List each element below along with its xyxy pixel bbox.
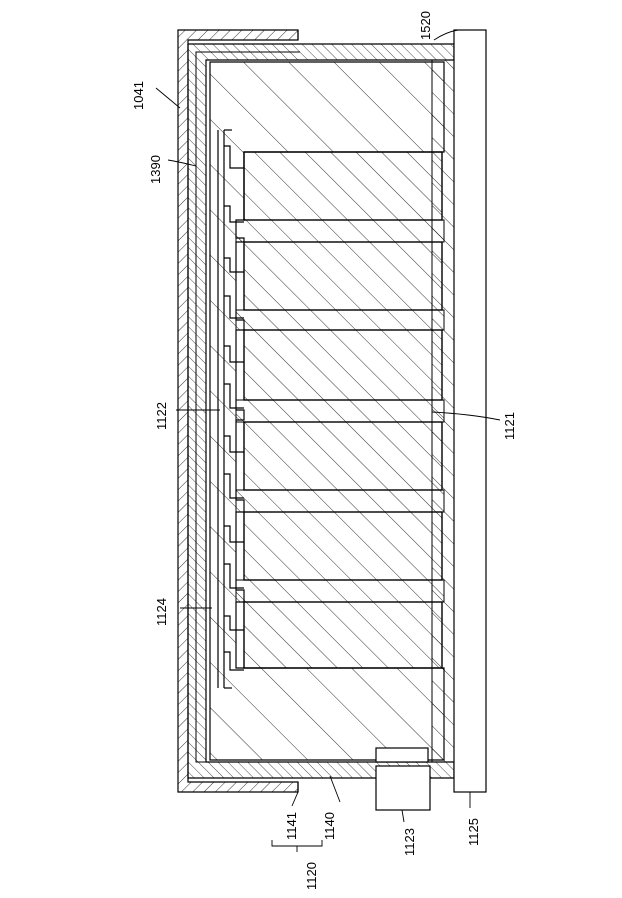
battery-cell	[244, 242, 442, 310]
label-1140: 1140	[322, 812, 337, 840]
battery-cell	[244, 330, 442, 400]
label-1041: 1041	[131, 81, 146, 110]
base-plate-1125	[454, 30, 486, 792]
label-1123: 1123	[402, 828, 417, 856]
label-1120: 1120	[304, 862, 319, 890]
label-1121: 1121	[502, 412, 517, 440]
battery-cell	[244, 152, 442, 220]
label-1122: 1122	[154, 402, 169, 430]
label-1124: 1124	[154, 598, 169, 626]
battery-cell	[244, 512, 442, 580]
battery-cell	[244, 422, 442, 490]
label-1520: 1520	[418, 11, 433, 40]
battery-cell	[244, 602, 442, 668]
label-1141: 1141	[284, 812, 299, 840]
label-1125: 1125	[466, 818, 481, 846]
label-1390: 1390	[148, 155, 163, 184]
connector-1123	[376, 748, 430, 810]
